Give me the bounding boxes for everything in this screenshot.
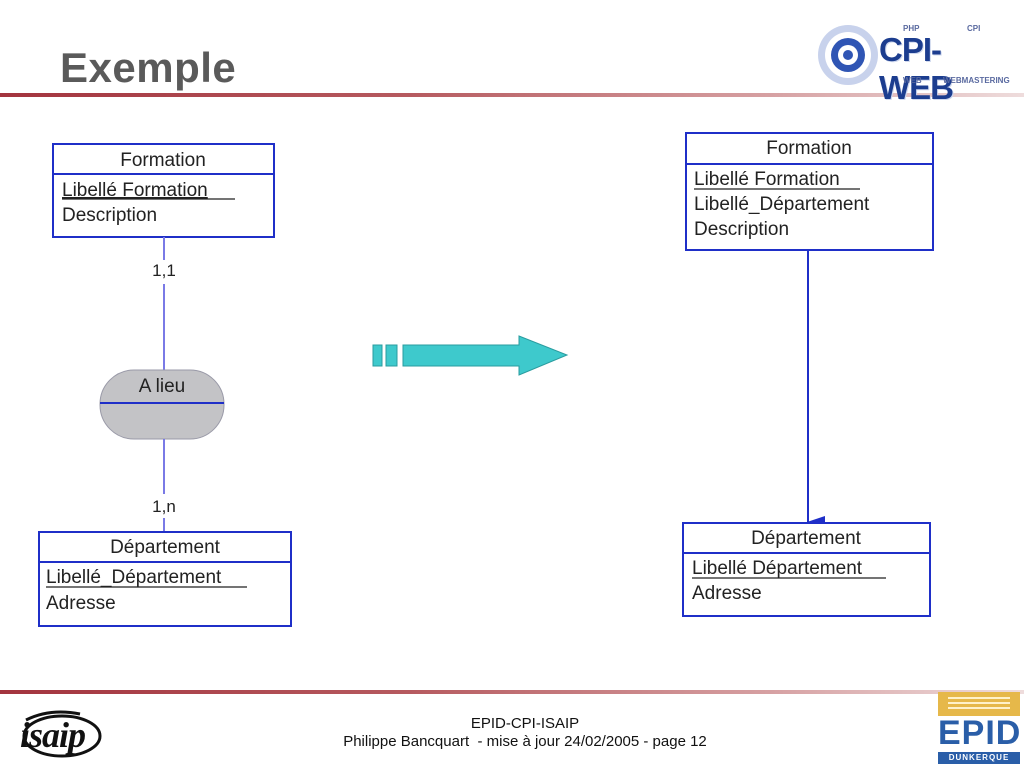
right-departement-title: Département bbox=[751, 528, 862, 549]
left-formation-identifier: Libellé Formation bbox=[62, 180, 208, 201]
right-formation-title: Formation bbox=[766, 138, 852, 159]
slide-title: Exemple bbox=[60, 44, 237, 91]
right-formation-identifier: Libellé Formation bbox=[694, 169, 840, 190]
epid-banner bbox=[938, 692, 1020, 716]
left-entity-departement: Département Libellé_Département Adresse bbox=[38, 531, 292, 627]
cpi-web-logo: PHP CPI CPI-WEB WEB WEBMASTERING bbox=[815, 20, 1010, 106]
isaip-swoosh-icon bbox=[22, 710, 102, 758]
left-formation-attribute: Description bbox=[62, 205, 157, 226]
cpi-web-wordmark: CPI-WEB bbox=[879, 31, 954, 106]
epid-wordmark: EPID bbox=[938, 714, 1022, 752]
right-departement-identifier: Libellé Département bbox=[692, 558, 863, 579]
left-entity-formation: Formation Libellé Formation Description bbox=[52, 143, 275, 238]
target-icon bbox=[818, 25, 878, 85]
isaip-wordmark: isaip bbox=[20, 715, 86, 755]
right-entity-formation: Formation Libellé Formation Libellé_Dépa… bbox=[685, 132, 934, 251]
footer-organization: EPID-CPI-ISAIP bbox=[470, 715, 580, 732]
association-a-lieu: A lieu bbox=[99, 369, 225, 440]
right-formation-attribute-2: Description bbox=[694, 219, 789, 240]
left-formation-title: Formation bbox=[120, 150, 206, 171]
right-entity-departement: Département Libellé Département Adresse bbox=[682, 522, 931, 617]
right-departement-attribute: Adresse bbox=[692, 583, 762, 604]
right-formation-attribute-1: Libellé_Département bbox=[694, 194, 870, 215]
title-underline bbox=[0, 93, 1024, 97]
epid-logo: EPID DUNKERQUE bbox=[938, 692, 1020, 764]
footer-author-date-page: Philippe Bancquart - mise à jour 24/02/2… bbox=[343, 733, 707, 750]
left-departement-title: Département bbox=[110, 537, 221, 558]
cpi-php-label: PHP bbox=[903, 24, 920, 33]
association-label: A lieu bbox=[139, 376, 185, 397]
cpi-web-small-label: WEB bbox=[903, 76, 922, 85]
cardinality-bottom: 1,n bbox=[152, 497, 176, 516]
footer-rule bbox=[0, 690, 1024, 694]
left-departement-identifier: Libellé_Département bbox=[46, 567, 222, 588]
isaip-logo: isaip bbox=[20, 706, 105, 762]
cardinality-top: 1,1 bbox=[152, 261, 176, 280]
left-departement-attribute: Adresse bbox=[46, 593, 116, 614]
cpi-cpi-label: CPI bbox=[967, 24, 981, 33]
transform-arrow-icon bbox=[372, 335, 569, 376]
cpi-webmastering-label: WEBMASTERING bbox=[943, 76, 1010, 85]
epid-city: DUNKERQUE bbox=[938, 752, 1020, 764]
